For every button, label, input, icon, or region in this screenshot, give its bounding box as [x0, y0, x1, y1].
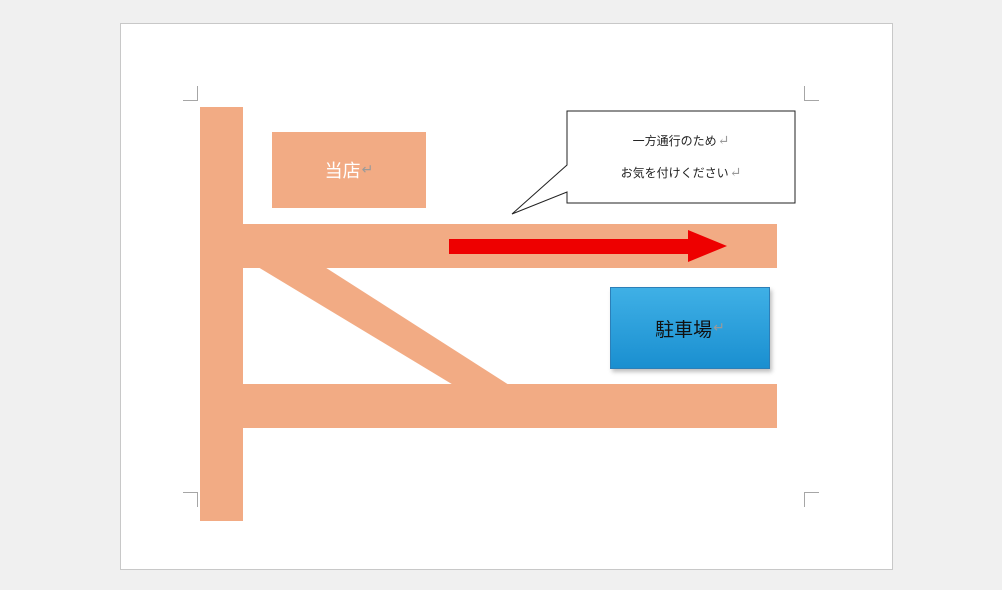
crop-mark-top-right — [804, 86, 819, 101]
crop-mark-bottom-right — [804, 492, 819, 507]
paragraph-mark-icon: ↵ — [729, 165, 742, 181]
one-way-arrow-icon[interactable] — [449, 230, 727, 262]
parking-label: 駐車場 — [655, 318, 713, 341]
callout-text[interactable]: 一方通行のため↵ お気を付けください↵ — [568, 112, 794, 202]
crop-mark-bottom-left — [183, 492, 198, 507]
callout-bubble[interactable] — [511, 110, 796, 215]
road-diagonal[interactable] — [243, 248, 520, 392]
store-label: 当店 — [324, 161, 361, 182]
parking-box[interactable]: 駐車場 ↵ — [610, 287, 770, 369]
callout-line-1: 一方通行のため↵ — [632, 133, 730, 149]
paragraph-mark-icon: ↵ — [713, 320, 725, 336]
paragraph-mark-icon: ↵ — [361, 162, 374, 178]
store-box[interactable]: 当店 ↵ — [272, 132, 426, 208]
paragraph-mark-icon: ↵ — [717, 133, 730, 149]
callout-line-2: お気を付けください↵ — [620, 165, 742, 181]
road-vertical[interactable] — [200, 107, 243, 521]
crop-mark-top-left — [183, 86, 198, 101]
